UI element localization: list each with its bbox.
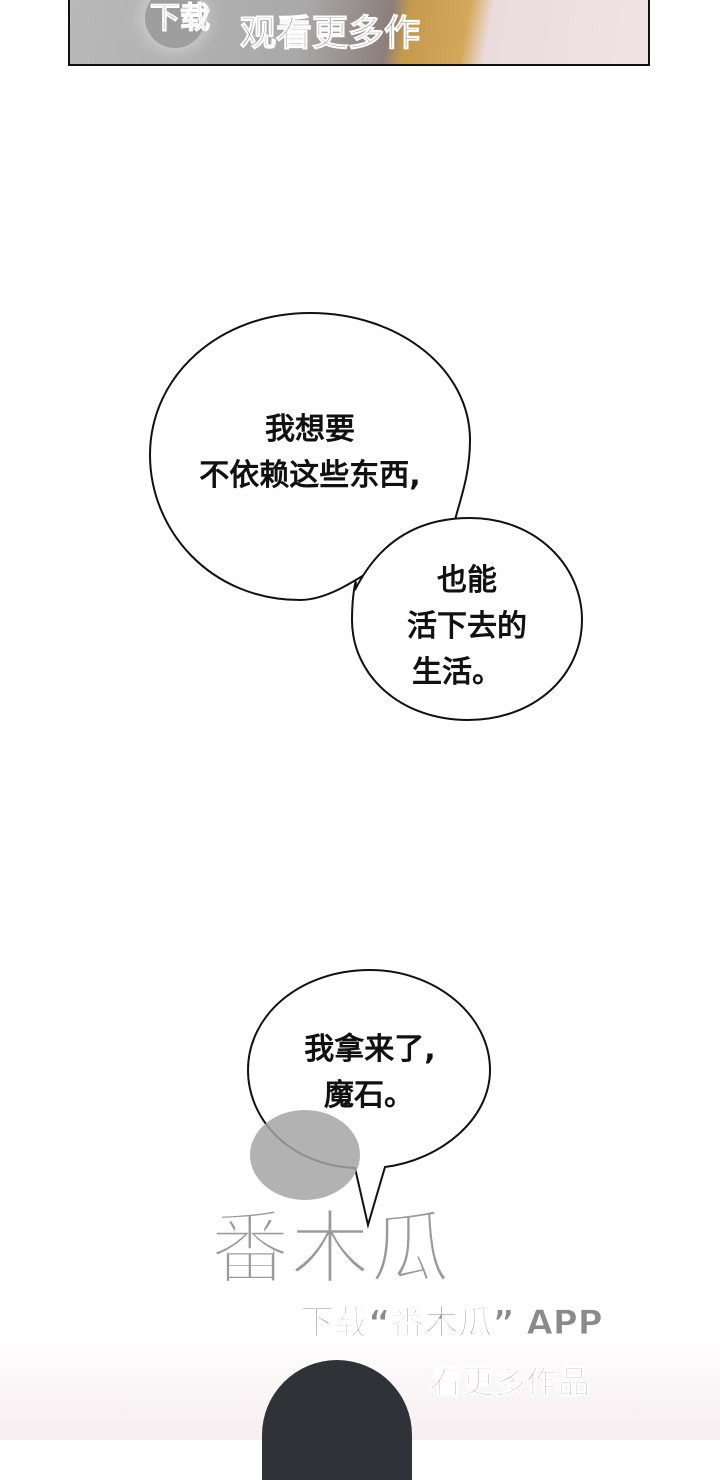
bubble-1-line-2: 不依赖这些东西, xyxy=(199,458,421,493)
watermark-logo-text: 番木瓜 xyxy=(210,1202,451,1295)
bubble-3-text: 我拿来了, 魔石。 xyxy=(260,1027,480,1119)
bubble-1-text: 我想要 不依赖这些东西, xyxy=(160,407,460,499)
watermark-top-line1: 下载 xyxy=(150,1,211,36)
bubble-2-line-3: 生活。 xyxy=(412,655,502,690)
bubble-2-line-1: 也能 xyxy=(437,563,497,598)
watermark-top-line2: 观看更多作 xyxy=(239,13,421,54)
bubble-3-line-2: 魔石。 xyxy=(324,1078,414,1113)
watermark-more-line: 看更多作品 xyxy=(429,1363,591,1401)
watermark-app-line: 下载“番木瓜” APP xyxy=(300,1303,604,1343)
speech-bubble-1 xyxy=(148,311,472,602)
watermark-mascot-icon xyxy=(250,1110,360,1200)
top-comic-panel xyxy=(68,0,650,66)
panel-orb-art xyxy=(145,0,205,48)
speech-bubble-2 xyxy=(350,516,584,722)
bubble-1-line-1: 我想要 xyxy=(265,412,355,447)
bubble-2-line-2: 活下去的 xyxy=(407,609,527,644)
speech-bubble-3 xyxy=(246,968,492,1229)
speech-bubbles xyxy=(148,311,584,1229)
bubble-2-text: 也能 活下去的 生活。 xyxy=(362,558,572,696)
bubble-3-line-1: 我拿来了, xyxy=(304,1032,436,1067)
